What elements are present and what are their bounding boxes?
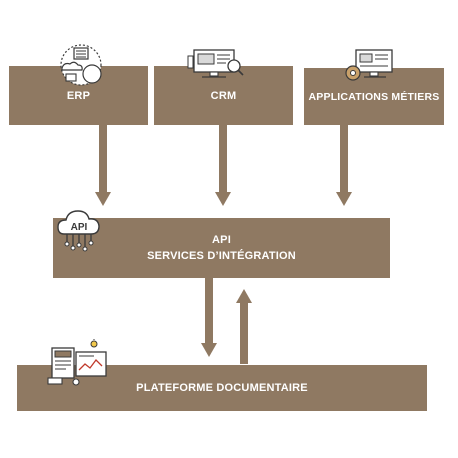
arrow-api-to-docs bbox=[201, 278, 217, 357]
arrow-erp-to-api bbox=[95, 125, 111, 206]
business-apps-icon bbox=[345, 49, 393, 81]
arrow-apps-to-api bbox=[336, 125, 352, 206]
node-apps: APPLICATIONS MÉTIERS bbox=[304, 68, 444, 125]
document-platform-icon bbox=[47, 339, 107, 386]
arrow-docs-to-api bbox=[236, 289, 252, 364]
crm-desktop-icon bbox=[187, 49, 244, 78]
node-api-subtitle: SERVICES D’INTÉGRATION bbox=[147, 250, 296, 262]
node-api-title: API bbox=[212, 234, 231, 246]
node-crm: CRM bbox=[154, 66, 293, 125]
arrow-crm-to-api bbox=[215, 125, 231, 206]
node-crm-label: CRM bbox=[210, 89, 237, 102]
erp-server-icon bbox=[60, 44, 102, 86]
node-api: API SERVICES D’INTÉGRATION bbox=[53, 218, 390, 278]
node-erp-label: ERP bbox=[66, 89, 91, 102]
node-docs-label: PLATEFORME DOCUMENTAIRE bbox=[136, 382, 308, 394]
api-cloud-icon: API bbox=[57, 210, 100, 252]
node-apps-label: APPLICATIONS MÉTIERS bbox=[308, 90, 440, 103]
api-cloud-icon-text: API bbox=[71, 222, 88, 233]
